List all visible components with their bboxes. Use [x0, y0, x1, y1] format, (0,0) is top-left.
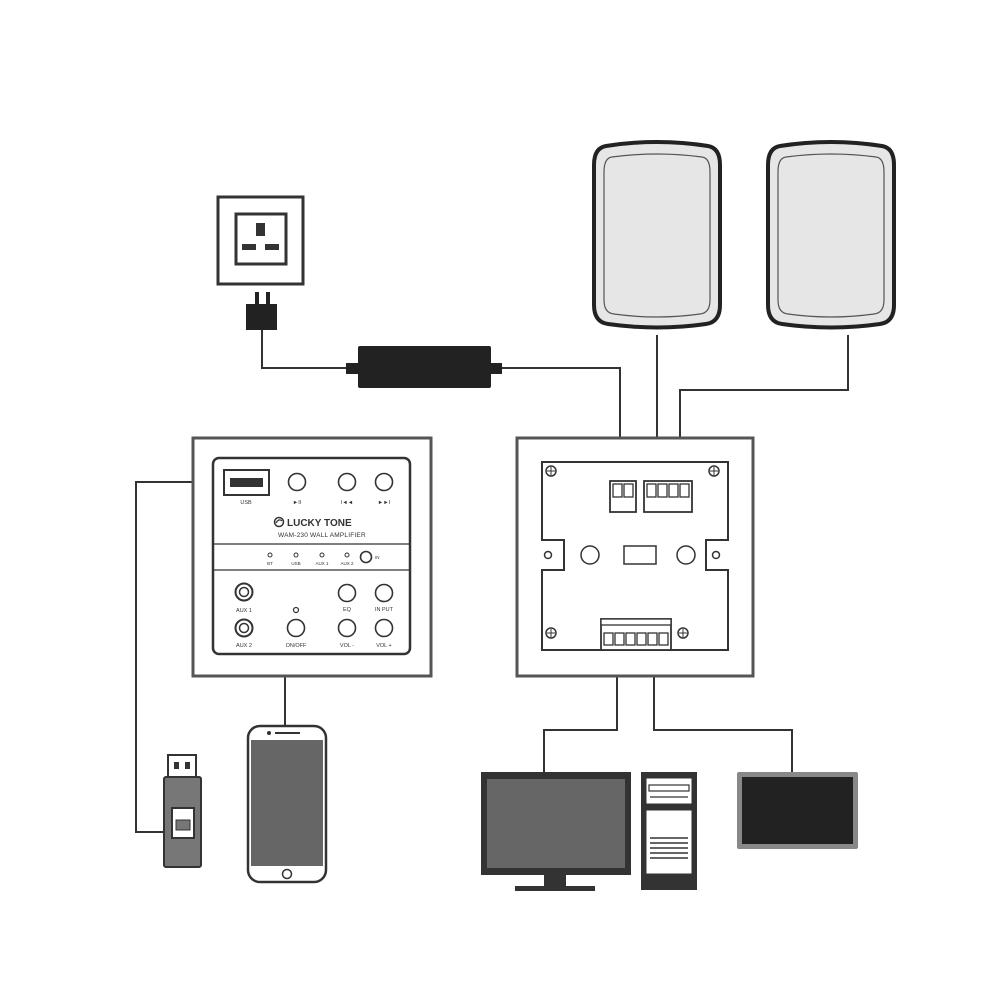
- indicator-led-bt: [267, 552, 273, 558]
- power-terminal[interactable]: [609, 480, 637, 513]
- amplifier-front-panel: USB ►II I◄◄ ►►I LUCKY TONE WAM-230 WALL …: [191, 436, 433, 678]
- screw-icon: [545, 465, 720, 639]
- brand-logo-icon: [273, 516, 285, 528]
- ir-sensor-label: IN: [375, 555, 380, 560]
- vol-down-button[interactable]: [337, 618, 357, 638]
- vol-down-label: VOL -: [340, 643, 354, 649]
- indicator-label-aux1: AUX 1: [315, 561, 329, 566]
- indicator-label-usb: USB: [291, 561, 300, 566]
- power-led: [292, 606, 300, 614]
- input-terminal[interactable]: [600, 618, 672, 651]
- aux2-label: AUX 2: [236, 643, 252, 649]
- usb-port[interactable]: [223, 469, 270, 496]
- vol-up-label: VOL +: [376, 643, 392, 649]
- usb-stick: [163, 754, 202, 868]
- brand-name: LUCKY TONE: [287, 518, 352, 529]
- indicator-label-bt: BT: [267, 561, 273, 566]
- aux2-jack[interactable]: [234, 618, 254, 638]
- indicator-label-aux2: AUX 2: [340, 561, 354, 566]
- play-pause-icon: ►II: [293, 500, 302, 506]
- aux1-label: AUX 1: [236, 608, 252, 614]
- tablet-input-wire: [653, 652, 793, 772]
- amplifier-back-panel: [515, 436, 755, 678]
- previous-track-button[interactable]: [337, 472, 357, 492]
- eq-button[interactable]: [337, 583, 357, 603]
- speaker-right: [766, 140, 896, 330]
- indicator-led-usb: [293, 552, 299, 558]
- speaker-left: [592, 140, 722, 330]
- play-pause-button[interactable]: [287, 472, 307, 492]
- usb-label: USB: [240, 500, 252, 506]
- monitor-input-wire: [543, 652, 618, 772]
- power-plug: [246, 292, 277, 330]
- speaker-terminal[interactable]: [643, 480, 693, 513]
- tablet-display: [737, 772, 858, 849]
- speaker-right-wire: [679, 335, 849, 470]
- previous-track-icon: I◄◄: [341, 500, 353, 506]
- usb-cable: [135, 481, 230, 833]
- indicator-led-aux1: [319, 552, 325, 558]
- pc-tower: [641, 772, 697, 890]
- indicator-led-aux2: [344, 552, 350, 558]
- input-button[interactable]: [374, 583, 394, 603]
- aux1-jack[interactable]: [234, 582, 254, 602]
- ir-sensor: [359, 550, 373, 564]
- input-label: IN PUT: [375, 607, 394, 613]
- eq-label: EQ: [343, 607, 352, 613]
- power-cable-plug: [261, 330, 348, 369]
- next-track-icon: ►►I: [378, 500, 391, 506]
- next-track-button[interactable]: [374, 472, 394, 492]
- vol-up-button[interactable]: [374, 618, 394, 638]
- wall-socket: [216, 195, 305, 286]
- smartphone: [246, 724, 328, 884]
- on-off-label: ON/OFF: [286, 643, 307, 649]
- desktop-monitor: [481, 772, 631, 891]
- model-name: WAM-230 WALL AMPLIFIER: [278, 532, 366, 539]
- power-adapter: [346, 346, 502, 388]
- on-off-button[interactable]: [286, 618, 306, 638]
